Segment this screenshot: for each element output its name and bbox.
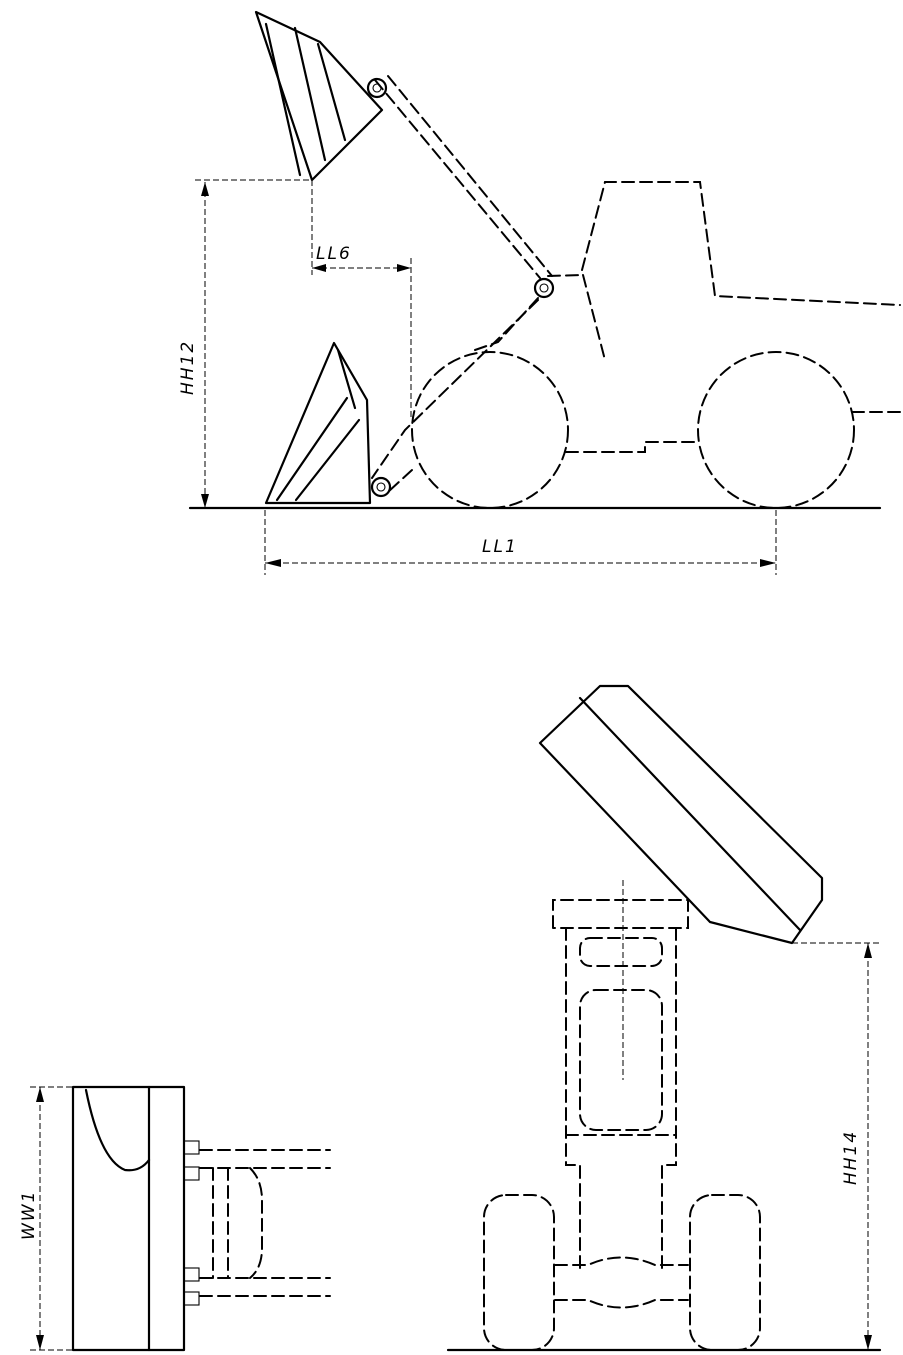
mast-top — [552, 899, 689, 929]
ww1-label: WW1 — [19, 1190, 39, 1240]
top-view: WW1 — [19, 1085, 331, 1352]
bracket — [183, 1267, 200, 1282]
raised-arm-top — [374, 79, 541, 279]
bucket-top-view — [71, 1085, 186, 1352]
lowered-bucket-pin — [370, 476, 392, 498]
hood-edge — [547, 274, 584, 277]
mast-left-rail — [565, 927, 581, 1271]
raised-bucket-rib — [316, 42, 347, 142]
raised-bucket-rib — [264, 22, 302, 177]
front-wheel — [411, 351, 569, 509]
right-wheel-front — [689, 1194, 761, 1351]
lowered-arm-lower — [387, 469, 413, 493]
mast-window-upper — [579, 937, 663, 967]
cab-outline — [581, 181, 901, 306]
ll6-label: LL6 — [316, 244, 352, 264]
side-view: HH12 LL6 LL1 — [178, 10, 901, 575]
lowered-arm-upper — [474, 297, 539, 351]
front-view-dump: HH14 — [446, 684, 882, 1352]
raised-bucket-rib — [293, 26, 327, 162]
raised-bucket-pin — [366, 77, 388, 99]
lowered-bucket-rib — [336, 348, 357, 410]
bracket — [183, 1166, 200, 1181]
bucket-contour — [84, 1088, 151, 1172]
bracket — [183, 1291, 200, 1306]
raised-arm-bottom — [387, 75, 553, 277]
mast-window-lower — [579, 989, 663, 1131]
cab-pillar — [582, 274, 606, 361]
bracket — [183, 1140, 200, 1155]
rear-wheel — [697, 351, 855, 509]
raised-bucket — [254, 10, 384, 182]
arm-pivot-pin — [533, 277, 555, 299]
dump-bucket-edge — [578, 696, 802, 932]
dump-bucket — [538, 684, 824, 945]
chassis-line — [565, 441, 698, 453]
hh14-label: HH14 — [841, 1130, 861, 1185]
lowered-bucket-rib — [294, 418, 361, 502]
cross-tube-right — [249, 1167, 263, 1279]
lowered-bucket-rib — [275, 396, 349, 502]
axle-bottom — [554, 1299, 689, 1309]
hh12-label: HH12 — [178, 340, 198, 395]
axle-top — [554, 1256, 689, 1266]
lowered-bucket — [264, 341, 372, 505]
mast-right-rail — [661, 927, 677, 1271]
ll1-label: LL1 — [482, 537, 518, 557]
left-wheel-front — [483, 1194, 555, 1351]
lowered-arm-link — [371, 299, 539, 479]
